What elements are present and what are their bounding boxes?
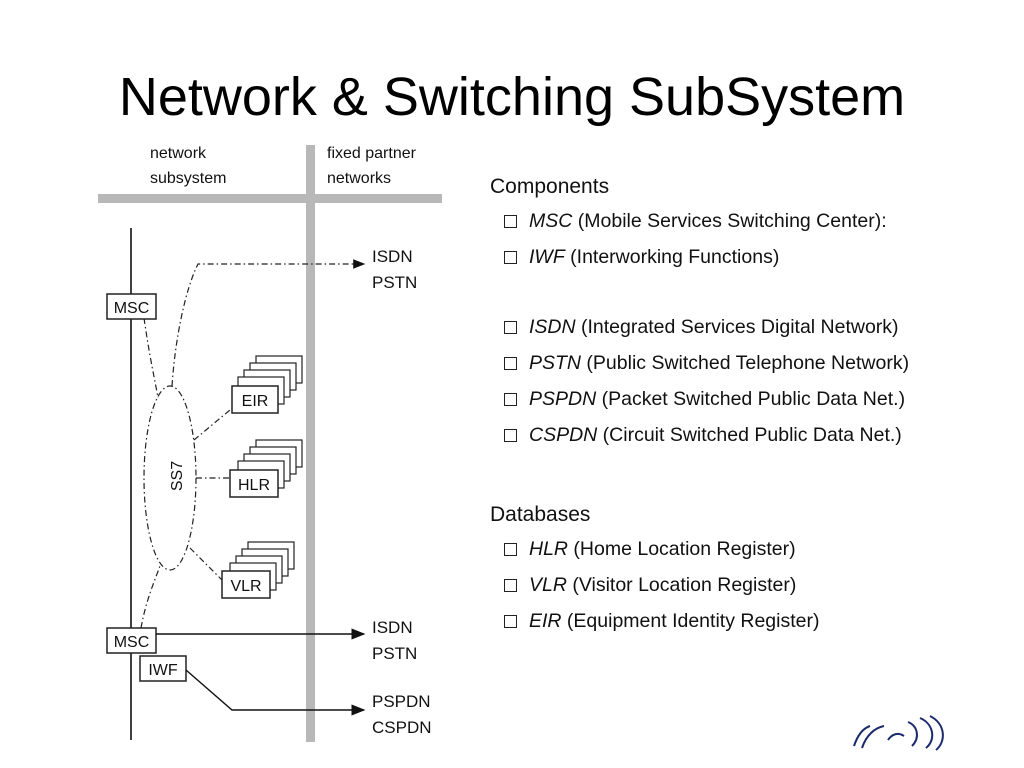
list-item: PSPDN (Packet Switched Public Data Net.) [490,384,990,420]
vertical-separator [306,145,315,742]
horizontal-separator [98,194,442,203]
checkbox-icon [504,251,517,264]
col-network-label-2: subsystem [150,170,226,187]
ext-top-isdn: ISDN [372,247,413,266]
list-item: EIR (Equipment Identity Register) [490,606,990,642]
list-item: PSTN (Public Switched Telephone Network) [490,348,990,384]
checkbox-icon [504,357,517,370]
msc-top-to-ss7-line [143,317,159,399]
ss7-label: SS7 [169,461,186,491]
list-item: IWF (Interworking Functions) [490,242,990,278]
col-fixed-label-1: fixed partner [327,145,417,162]
iwf-to-pspdn-arrow [185,669,366,716]
msc-to-isdn-dashed-line [171,259,366,387]
checkbox-icon [504,543,517,556]
col-network-label-1: network [150,145,207,162]
msc-bottom-label: MSC [114,634,150,651]
list-item: VLR (Visitor Location Register) [490,570,990,606]
ext-mid-pstn: PSTN [372,644,417,663]
checkbox-icon [504,393,517,406]
ss7-to-eir-line [193,409,231,441]
list-item: ISDN (Integrated Services Digital Networ… [490,312,990,348]
checkbox-icon [504,429,517,442]
vlr-stack [221,541,295,599]
checkbox-icon [504,321,517,334]
checkbox-icon [504,215,517,228]
checkbox-icon [504,579,517,592]
slide-title: Network & Switching SubSystem [118,67,906,127]
ext-bottom-pspdn: PSPDN [372,692,431,711]
ext-mid-isdn: ISDN [372,618,413,637]
iwf-box [139,655,187,682]
ext-bottom-cspdn: CSPDN [372,718,432,737]
iwf-label: IWF [148,662,178,679]
eir-stack [231,355,303,414]
hlr-label: HLR [238,477,270,494]
msc-bottom-to-ss7-line [140,565,161,629]
msc-top-label: MSC [114,300,150,317]
network-diagram: network subsystem fixed partner networks… [98,145,442,742]
list-item: HLR (Home Location Register) [490,534,990,570]
definitions-panel: Components MSC (Mobile Services Switchin… [490,172,990,642]
ext-top-pstn: PSTN [372,273,417,292]
logo-icon [853,715,944,751]
msc-bottom-box [106,627,157,654]
eir-label: EIR [242,393,269,410]
list-item: CSPDN (Circuit Switched Public Data Net.… [490,420,990,456]
msc-top-box [106,293,157,320]
list-item: MSC (Mobile Services Switching Center): [490,206,990,242]
vlr-label: VLR [230,578,261,595]
components-heading: Components [490,175,610,198]
checkbox-icon [504,615,517,628]
hlr-stack [229,439,303,498]
col-fixed-label-2: networks [327,170,391,187]
ss7-to-vlr-line [189,547,223,581]
databases-heading: Databases [490,503,591,526]
